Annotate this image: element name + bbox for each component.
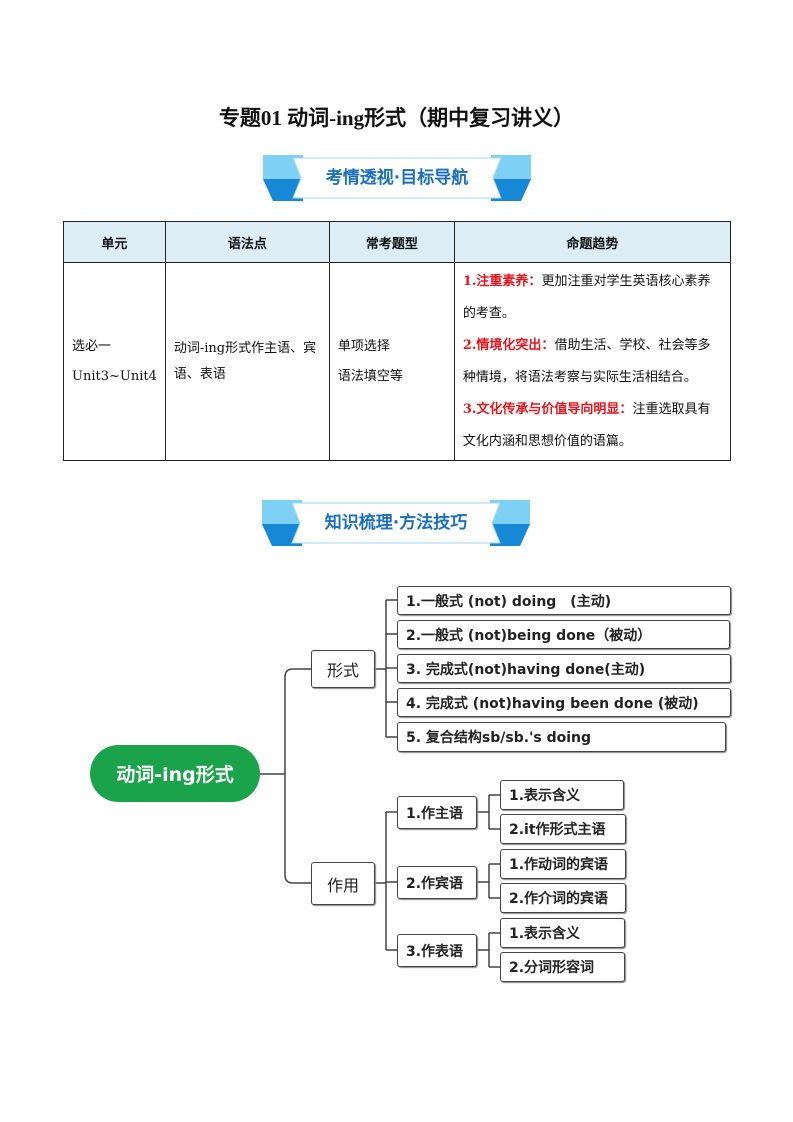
trend-text: 更加注重对学生英语核心素养的考查。	[462, 273, 711, 321]
unit-line: Unit3~Unit4	[72, 368, 157, 384]
section-banner-2: 知识梳理·方法技巧	[262, 500, 530, 546]
trend-item: 3.文化传承与价值导向明显：注重选取具有文化内涵和思想价值的语篇。	[463, 394, 722, 458]
document-title: 专题01 动词-ing形式（期中复习讲义）	[218, 106, 575, 130]
trend-label: 3.文化传承与价值导向明显：	[462, 401, 633, 417]
form-item: 1.一般式 (not) doing (主动)	[397, 586, 731, 615]
form-item: 2.一般式 (not)being done（被动）	[397, 620, 730, 649]
cell-grammar: 动词-ing形式作主语、宾语、表语	[164, 262, 330, 461]
trend-item: 2.情境化突出：借助生活、学校、社会等多种情境，将语法考察与实际生活相结合。	[463, 330, 722, 394]
branch-use: 作用	[311, 862, 375, 905]
form-item: 4. 完成式 (not)having been done (被动)	[397, 688, 731, 717]
cell-trends: 1.注重素养：更加注重对学生英语核心素养的考查。 2.情境化突出：借助生活、学校…	[453, 262, 732, 461]
use-leaf: 2.分词形容词	[500, 952, 625, 982]
unit-line: 选必一	[72, 338, 112, 354]
use-branch: 3.作表语	[397, 934, 477, 967]
trend-text: 注重选取具有文化内涵和思想价值的语篇。	[462, 401, 711, 449]
use-leaf: 1.作动词的宾语	[500, 849, 626, 879]
header-grammar: 语法点	[164, 221, 330, 263]
trend-item: 1.注重素养：更加注重对学生英语核心素养的考查。	[463, 266, 722, 330]
trend-text: 借助生活、学校、社会等多种情境，将语法考察与实际生活相结合。	[462, 337, 711, 385]
use-branch: 2.作宾语	[397, 866, 477, 899]
use-leaf: 2.it作形式主语	[500, 814, 626, 844]
header-types: 常考题型	[328, 221, 455, 263]
trend-label: 2.情境化突出：	[462, 337, 555, 353]
form-item: 3. 完成式(not)having done(主动)	[397, 654, 731, 683]
banner-label: 考情透视·目标导航	[325, 168, 469, 188]
cell-types: 单项选择语法填空等	[328, 262, 455, 461]
section-banner-1: 考情透视·目标导航	[263, 155, 531, 201]
use-leaf: 2.作介词的宾语	[500, 883, 626, 913]
use-leaf: 1.表示含义	[500, 780, 624, 810]
branch-form: 形式	[311, 650, 375, 688]
banner-label: 知识梳理·方法技巧	[324, 513, 468, 533]
type-line: 语法填空等	[337, 368, 403, 384]
use-branch: 1.作主语	[397, 796, 477, 829]
form-item: 5. 复合结构sb/sb.'s doing	[397, 722, 726, 752]
use-leaf: 1.表示含义	[500, 918, 625, 948]
trend-label: 1.注重素养：	[462, 273, 542, 289]
type-line: 单项选择	[337, 338, 390, 354]
mindmap-root: 动词-ing形式	[90, 745, 260, 802]
